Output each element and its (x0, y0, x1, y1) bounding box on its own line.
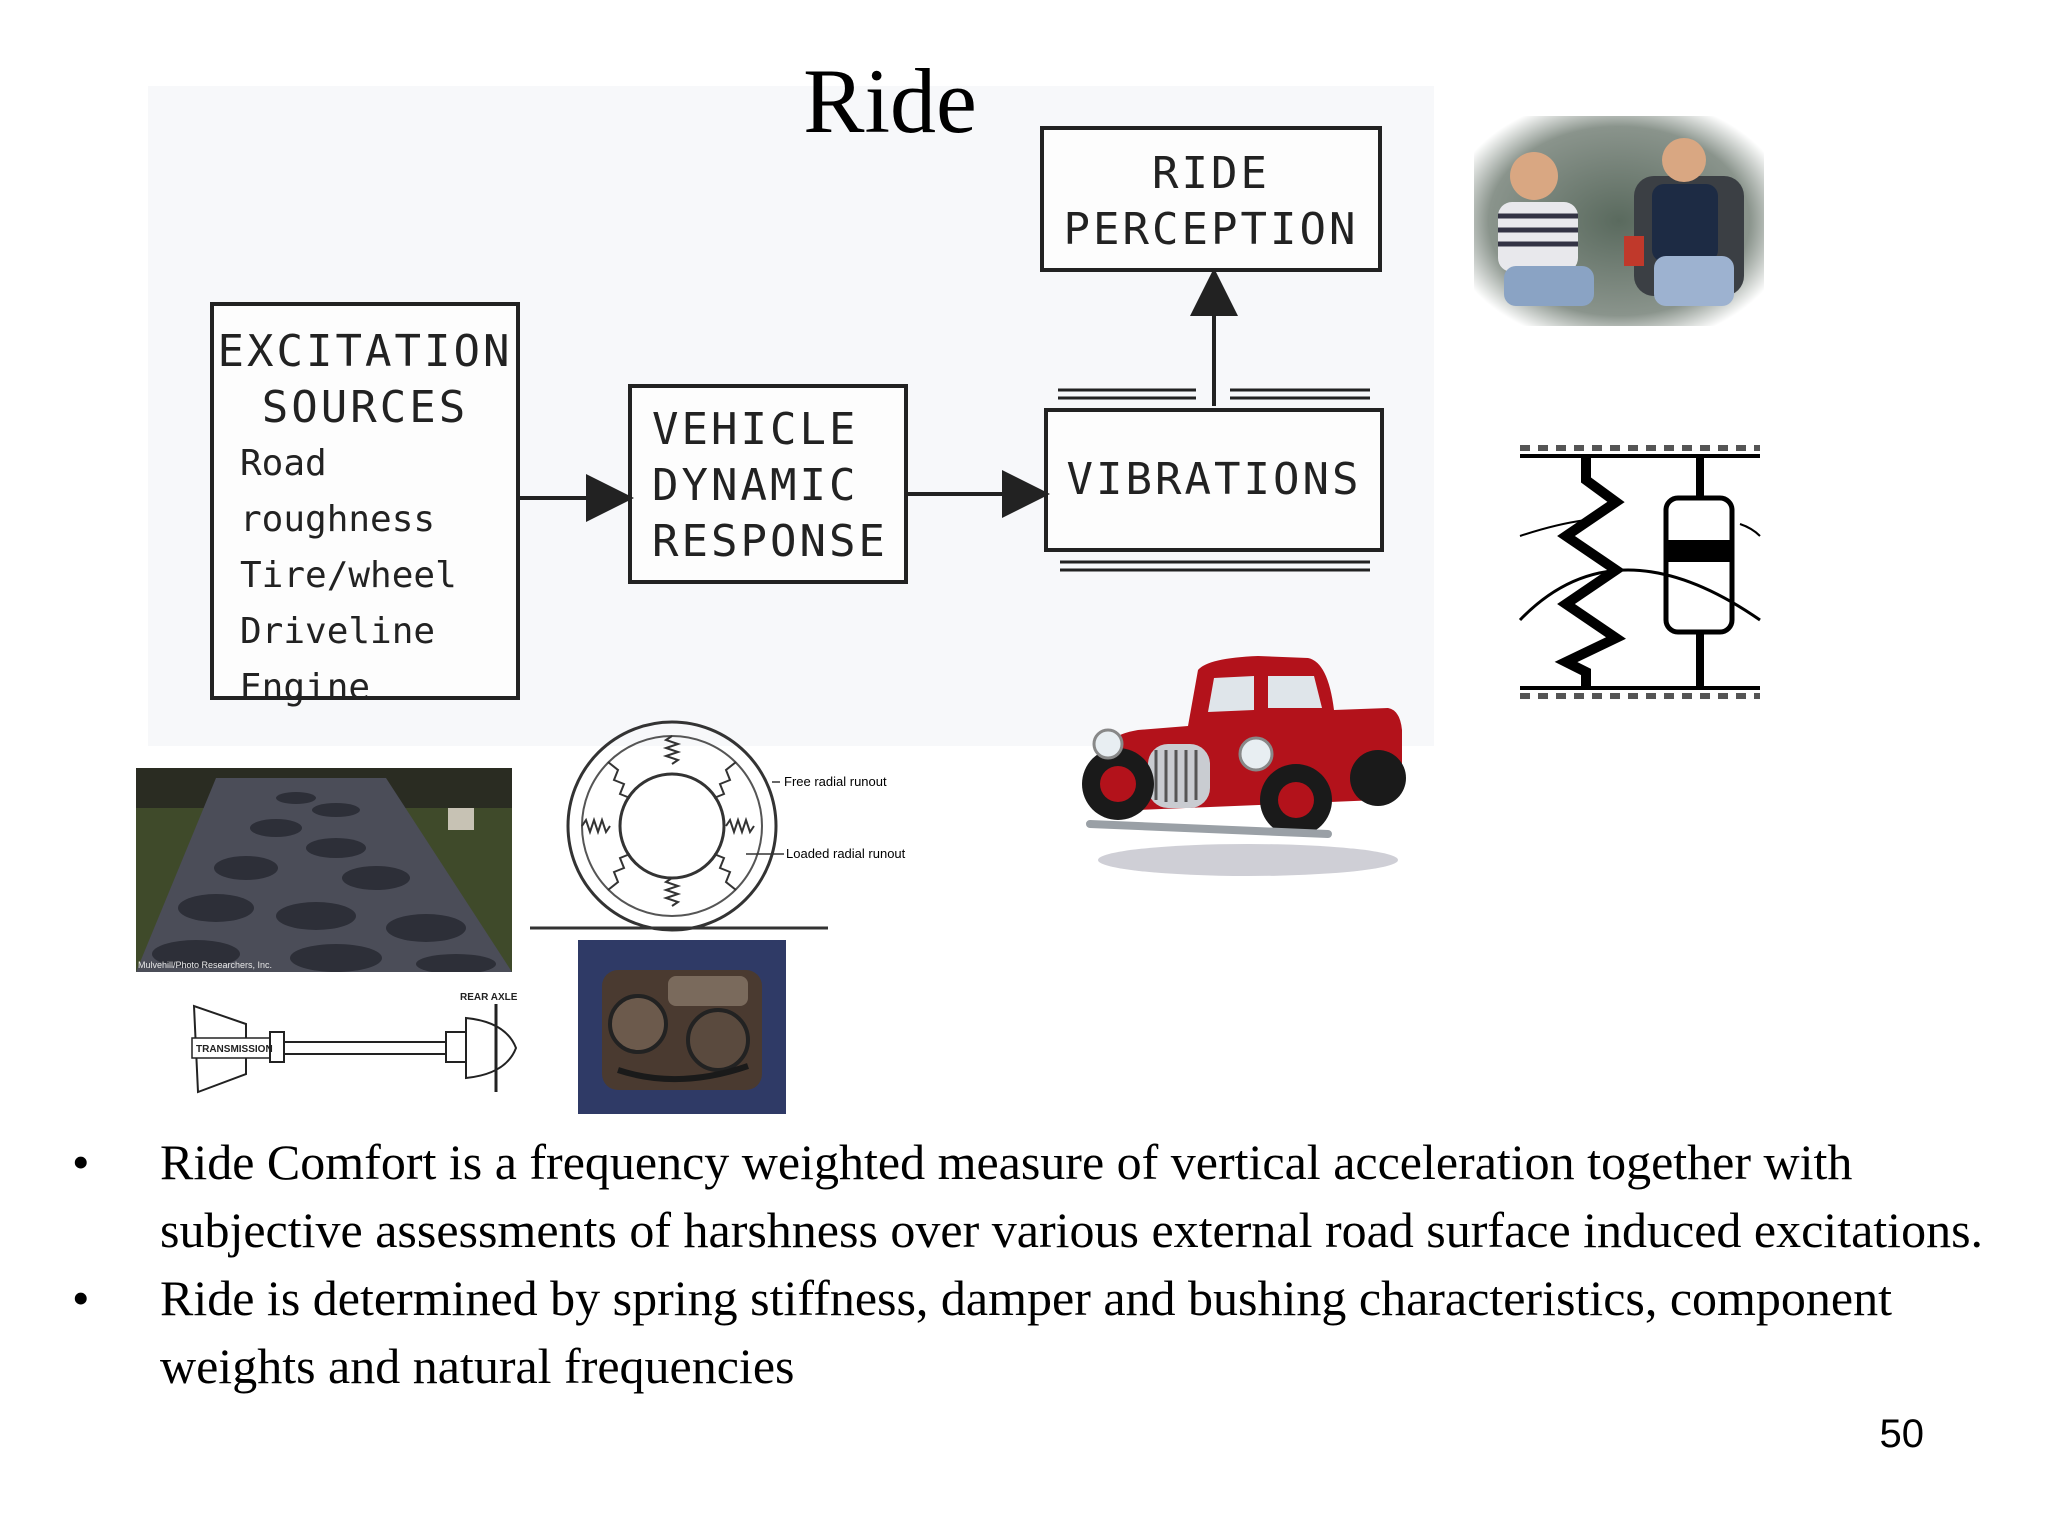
tire-runout-diagram: Free radial runout Loaded radial runout (530, 720, 906, 932)
excitation-item-driveline: Driveline (240, 611, 436, 652)
tire-label-free: Free radial runout (784, 774, 887, 789)
driveline-drawing: TRANSMISSION REAR AXLE (191, 992, 518, 1094)
vehicle-line3: RESPONSE (652, 516, 888, 567)
excitation-sources-box: EXCITATION SOURCES Road roughness Tire/w… (210, 302, 520, 708)
excitation-title-line2: SOURCES (261, 382, 469, 433)
perception-line1: RIDE (1152, 148, 1270, 199)
excitation-item-road: Road roughness (240, 443, 436, 540)
bullet-marker: • (72, 1270, 90, 1326)
excitation-title-line1: EXCITATION (217, 326, 513, 377)
tire-label-loaded: Loaded radial runout (786, 846, 906, 861)
vehicle-dynamic-response-box: VEHICLE DYNAMIC RESPONSE (628, 384, 908, 584)
bullet-item: • Ride is determined by spring stiffness… (60, 1264, 2010, 1400)
vibrations-box: VIBRATIONS (1044, 408, 1384, 552)
excitation-item-engine: Engine (240, 667, 371, 708)
bullet-marker: • (72, 1134, 90, 1190)
slide-title: Ride (803, 50, 977, 152)
bullet-item: • Ride Comfort is a frequency weighted m… (60, 1128, 2010, 1264)
rear-axle-label: REAR AXLE (460, 992, 518, 1003)
bullet-text-1: Ride Comfort is a frequency weighted mea… (160, 1134, 1984, 1258)
road-photo-credit: Mulvehill/Photo Researchers, Inc. (138, 960, 272, 970)
ride-perception-box: RIDE PERCEPTION (1040, 126, 1382, 272)
excitation-item-tire: Tire/wheel (240, 555, 457, 596)
vehicle-line2: DYNAMIC (652, 460, 859, 511)
perception-line2: PERCEPTION (1063, 204, 1359, 255)
page-number: 50 (1879, 1412, 1925, 1456)
spring-damper-schematic (1518, 445, 1761, 699)
red-pickup-truck-image (1082, 656, 1406, 876)
bullet-list: • Ride Comfort is a frequency weighted m… (60, 1128, 2010, 1400)
transmission-label: TRANSMISSION (196, 1044, 273, 1055)
engine-photo (578, 940, 786, 1114)
cobblestone-road-photo: Mulvehill/Photo Researchers, Inc. (136, 768, 512, 972)
bullet-text-2: Ride is determined by spring stiffness, … (160, 1270, 1893, 1394)
children-in-car-photo (1474, 116, 1764, 326)
vehicle-line1: VEHICLE (652, 404, 859, 455)
vibrations-label: VIBRATIONS (1066, 454, 1362, 505)
